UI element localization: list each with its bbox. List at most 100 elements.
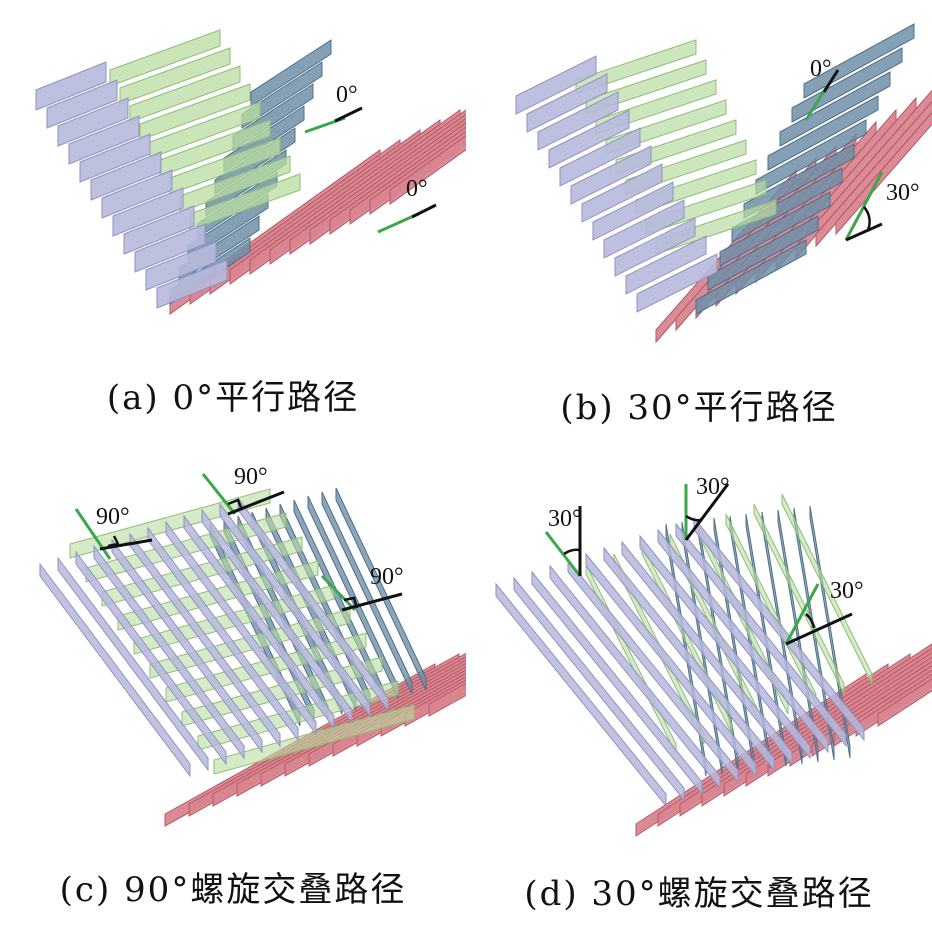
wall-strip [779,71,891,147]
wall-strip [570,145,652,205]
panel-d-angle-arc-1 [563,548,581,556]
wall-strip [657,528,829,754]
panel-a-direction-line-2 [377,212,419,234]
wall-strip [237,496,389,712]
panel-b-angle-label-2: 30° [886,180,920,206]
wall-strip [614,217,696,277]
panel-d-direction-line-1 [544,531,582,577]
wall-strip [46,79,118,129]
wall-strip [731,167,843,243]
panel-c-reference-line-2 [227,490,285,516]
panel-d: 30° 30° 30° (d) 30°螺旋交叠路径 [466,464,932,928]
panel-d-reference-line-2 [684,483,730,541]
wall-strip [219,502,371,718]
wall-strip [129,65,241,123]
wall-strip [165,520,317,736]
wall-strip [719,191,831,267]
panel-b-reference-line-1 [822,69,840,93]
wall-strip [90,151,162,201]
panel-b-angle-label-1: 0° [810,56,832,82]
panel-a: 0° 0° (a) 0°平行路径 [0,0,466,464]
wall-strip [877,678,932,727]
wall-strip [201,508,353,724]
panel-c-reference-line-1 [99,538,153,551]
panel-a-caption: (a) 0°平行路径 [106,378,360,418]
panel-b-reference-line-2 [845,222,883,242]
panel-b: 0° 30° (b) 30°平行路径 [466,0,932,464]
panel-c-right-angle-2 [227,498,244,511]
panel-b-figure: 0° 30° [515,23,932,344]
panel-a-angle-label-2: 0° [406,176,428,202]
wall-strip [75,550,227,766]
wall-strip [250,39,332,107]
wall-strip [119,47,231,105]
wall-strip [603,546,775,772]
wall-strip [139,83,251,141]
panel-c-angle-label-3: 90° [370,564,404,590]
wall-strip [513,576,685,802]
panel-c-figure: 90° 90° 90° [39,464,466,827]
panel-a-reference-line-2 [411,203,437,219]
wall-strip [109,29,221,87]
panel-d-direction-line-3 [784,583,820,645]
panel-d-angle-arc-3 [805,613,816,629]
wall-strip [335,487,427,691]
wall-strip [549,564,721,790]
wall-strip [567,558,739,784]
panel-c-caption: (c) 90°螺旋交叠路径 [59,870,407,910]
wall-strip [101,169,173,219]
wall-strip [531,570,703,796]
panel-c-direction-line-1 [74,508,112,560]
wall-strip [791,47,903,123]
wall-strip [183,514,335,730]
wall-strip [147,526,299,742]
wall-strip [35,61,107,111]
wall-strip [123,205,195,255]
wall-strip [781,493,873,685]
panel-c-reference-line-3 [341,592,403,612]
wall-strip [321,491,413,695]
panel-c-right-angle-3 [343,596,359,609]
wall-strip [428,682,466,717]
panel-b-caption: (b) 30°平行路径 [560,388,838,428]
wall-strip [213,704,415,775]
panel-d-figure: 30° 30° 30° [495,474,932,837]
wall-strip [79,133,151,183]
panel-a-figure: 0° 0° [35,29,466,315]
wall-strip [129,532,281,748]
panel-d-angle-label-2: 30° [696,474,730,500]
panel-d-lavender-layer [495,516,865,808]
panel-a-lavender-layer [35,61,228,309]
wall-strip [603,199,685,259]
panel-b-direction-line-1 [804,87,828,121]
panel-b-direction-line-2 [844,171,884,241]
panel-c-direction-line-2 [201,473,237,515]
wall-strip [695,239,807,315]
wall-strip [93,544,245,760]
panel-d-reference-line-3 [785,612,853,646]
wall-strip [581,163,663,223]
wall-strip [156,259,228,309]
panel-d-angle-arc-2 [685,514,703,522]
wall-strip [767,95,879,171]
wall-strip [515,55,597,115]
panel-b-lavender-layer [515,55,718,313]
panel-b-blue-layer [695,23,915,315]
wall-strip [548,109,630,169]
wall-strip [835,111,932,236]
wall-strip [559,127,641,187]
panel-c-angle-label-2: 90° [234,464,268,490]
wall-strip [707,215,819,291]
panel-b-green-layer [575,39,777,255]
wall-strip [134,223,206,273]
panel-d-caption: (d) 30°螺旋交叠路径 [524,874,874,914]
wall-strip [39,562,191,778]
wall-strip [112,187,184,237]
wall-strip [639,534,811,760]
wall-strip [57,556,209,772]
panel-a-red-layer [169,109,466,315]
wall-strip [815,100,932,248]
wall-strip [68,115,140,165]
panel-c: 90° 90° 90° (c) 90°螺旋交叠路径 [0,464,466,928]
panel-c-direction-line-3 [320,574,357,612]
